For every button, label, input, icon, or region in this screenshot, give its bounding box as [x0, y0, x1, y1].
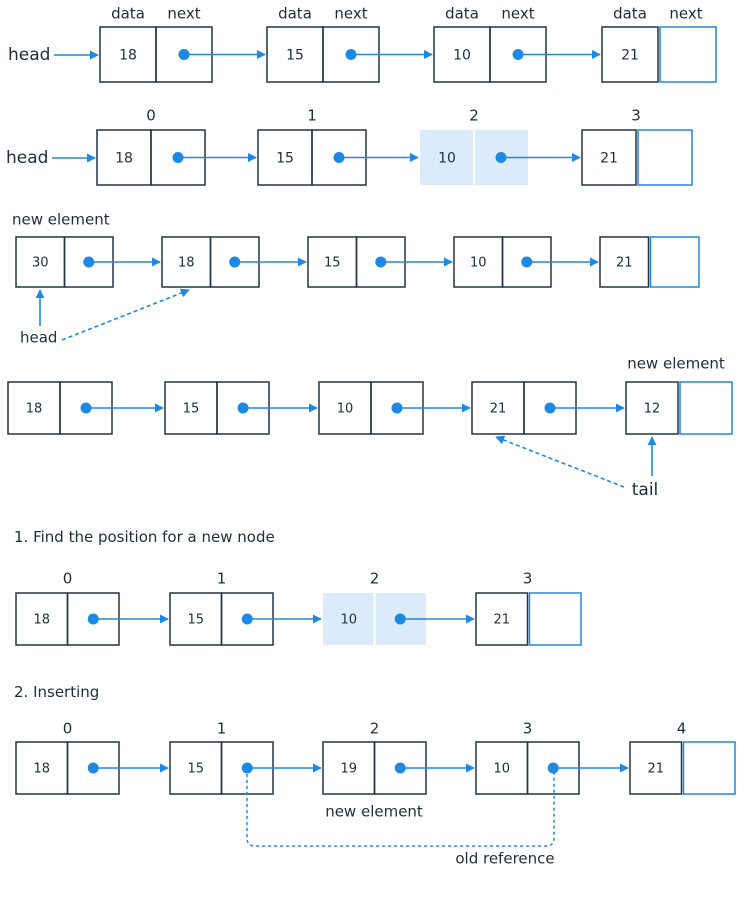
step1-node-3-null-next-cell — [528, 592, 582, 646]
step1-node-3-data-cell — [475, 592, 529, 646]
s4-tail-dashed-arrow — [495, 435, 625, 488]
s3-node-4-value: 21 — [616, 256, 633, 271]
step2-old-reference-path — [246, 768, 555, 847]
step1-index-1: 1 — [217, 570, 227, 588]
step2-index-4: 4 — [677, 720, 687, 738]
s3-new-element-label: new element — [12, 211, 110, 229]
s1-header-next-2: next — [501, 5, 534, 23]
s1-header-next-1: next — [334, 5, 367, 23]
s2-node-0-value: 18 — [115, 151, 133, 167]
step1-caption: 1. Find the position for a new node — [14, 528, 275, 546]
s3-node-0-value: 30 — [32, 256, 49, 271]
step1-index-3: 3 — [523, 570, 533, 588]
s1-header-next-3: next — [669, 5, 702, 23]
s3-node-3-value: 10 — [470, 256, 487, 271]
step1-index-0: 0 — [63, 570, 73, 588]
step2-node-4-value: 21 — [647, 762, 664, 777]
s1-header-data-0: data — [111, 5, 145, 23]
step2-caption: 2. Inserting — [14, 683, 100, 701]
step2-node-1-value: 15 — [187, 762, 204, 777]
step2-node-4-data-cell — [629, 741, 683, 795]
s4-new-element-label: new element — [627, 355, 725, 373]
s4-tail-label: tail — [632, 480, 659, 500]
s3-node-4-data-cell — [599, 236, 650, 288]
step1-index-2: 2 — [370, 570, 380, 588]
s1-node-0-value: 18 — [119, 48, 137, 64]
s2-node-2-value: 10 — [438, 151, 456, 167]
step1-node-2-value: 10 — [340, 613, 357, 628]
s1-head-label: head — [8, 45, 50, 65]
s4-node-2-value: 10 — [337, 402, 354, 417]
s1-header-data-2: data — [445, 5, 479, 23]
step2-node-2-value: 19 — [340, 762, 357, 777]
s2-index-1: 1 — [307, 107, 317, 125]
s1-node-3-data-cell — [601, 26, 659, 83]
s1-node-1-value: 15 — [286, 48, 304, 64]
step2-old-reference-label: old reference — [455, 850, 554, 868]
s4-node-0-value: 18 — [26, 402, 43, 417]
step1-node-3-value: 21 — [493, 613, 510, 628]
s2-node-1-value: 15 — [276, 151, 294, 167]
step2-index-1: 1 — [217, 720, 227, 738]
s1-node-3-null-next-cell — [659, 26, 717, 83]
s1-node-2-value: 10 — [453, 48, 471, 64]
s2-node-2-data-cell — [420, 130, 473, 185]
s4-node-1-value: 15 — [183, 402, 200, 417]
s1-header-data-3: data — [613, 5, 647, 23]
step2-index-3: 3 — [523, 720, 533, 738]
s3-node-2-value: 15 — [324, 256, 341, 271]
s4-node-4-null-next-cell — [679, 381, 733, 435]
step2-index-2: 2 — [370, 720, 380, 738]
s1-header-data-1: data — [278, 5, 312, 23]
s4-node-4-value: 12 — [644, 402, 661, 417]
s1-node-3-value: 21 — [621, 48, 639, 64]
s2-head-label: head — [6, 148, 48, 168]
s4-node-4-data-cell — [625, 381, 679, 435]
step2-index-0: 0 — [63, 720, 73, 738]
step2-new-element-label: new element — [325, 803, 423, 821]
step2-node-0-value: 18 — [33, 762, 50, 777]
step1-node-1-value: 15 — [187, 613, 204, 628]
step1-node-0-value: 18 — [33, 613, 50, 628]
s2-index-0: 0 — [146, 107, 156, 125]
s3-node-4-null-next-cell — [649, 236, 700, 288]
s4-node-3-value: 21 — [490, 402, 507, 417]
s2-index-3: 3 — [631, 107, 641, 125]
s2-node-3-data-cell — [581, 129, 637, 186]
s3-head-label: head — [20, 329, 57, 347]
s2-node-3-null-next-cell — [637, 129, 693, 186]
s3-node-1-value: 18 — [178, 256, 195, 271]
s2-index-2: 2 — [469, 107, 479, 125]
s3-head-dashed-arrow — [61, 288, 190, 341]
s2-node-3-value: 21 — [600, 151, 618, 167]
step2-node-4-null-next-cell — [682, 741, 736, 795]
step2-node-3-value: 10 — [493, 762, 510, 777]
step1-node-2-data-cell — [323, 593, 374, 645]
s1-header-next-0: next — [167, 5, 200, 23]
